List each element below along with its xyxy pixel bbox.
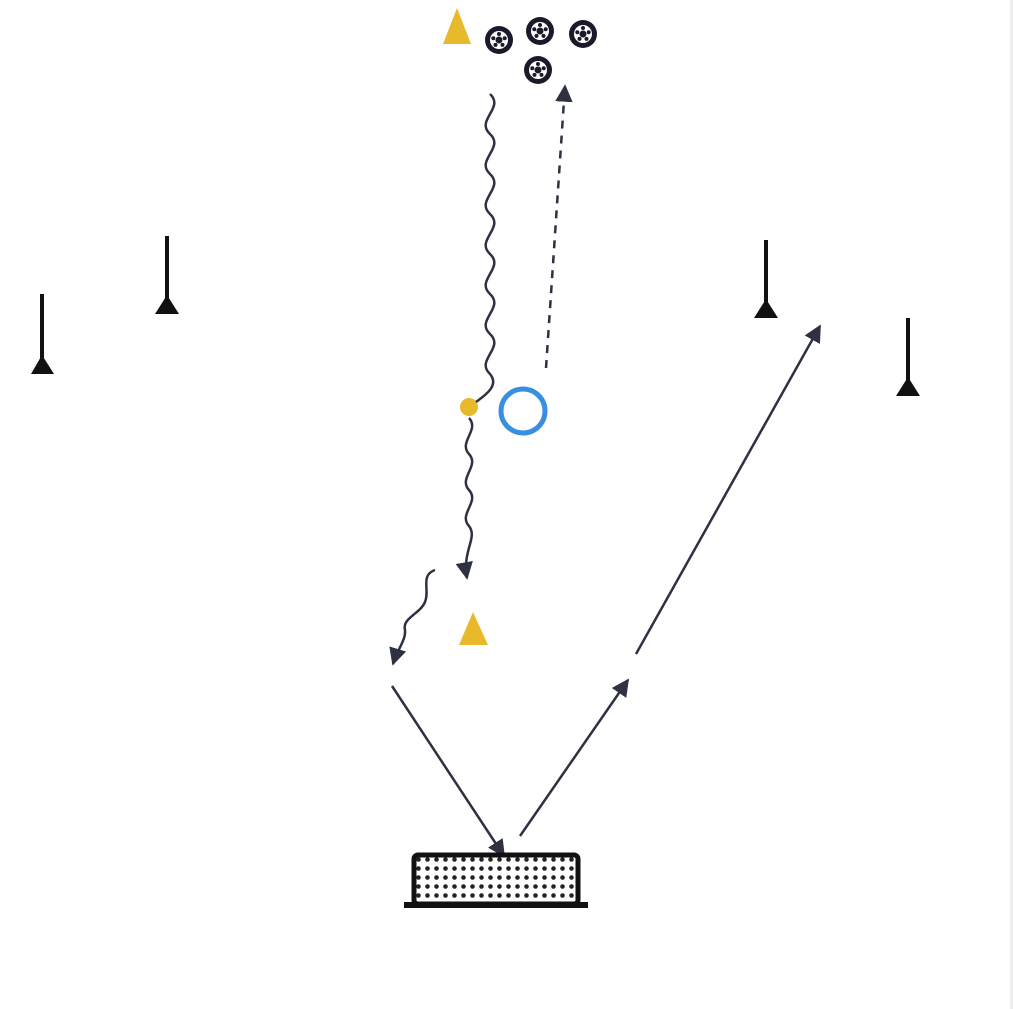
pass-line-to-goal (390, 685, 506, 858)
cone-icon-top (443, 8, 471, 44)
pole-icon-left (155, 236, 179, 314)
dribble-path-short (389, 568, 436, 666)
ball-icon (485, 26, 513, 54)
goal-icon (404, 852, 588, 908)
ball-icon (526, 17, 554, 45)
ball-icon (524, 56, 552, 84)
dribble-path-lower (455, 417, 474, 580)
dribble-path-upper (475, 93, 496, 404)
pole-icon-far-left (31, 294, 54, 374)
pass-line-from-goal (518, 678, 630, 837)
ball-dot-icon (460, 398, 478, 416)
run-path-dashed (544, 84, 573, 369)
pass-line-long (634, 324, 822, 655)
player-icon (498, 386, 548, 436)
pole-icon-far-right (896, 318, 920, 396)
pole-icon-right (754, 240, 778, 318)
cone-icon-bottom (459, 612, 488, 645)
right-border (1010, 0, 1013, 1009)
ball-icon (569, 20, 597, 48)
